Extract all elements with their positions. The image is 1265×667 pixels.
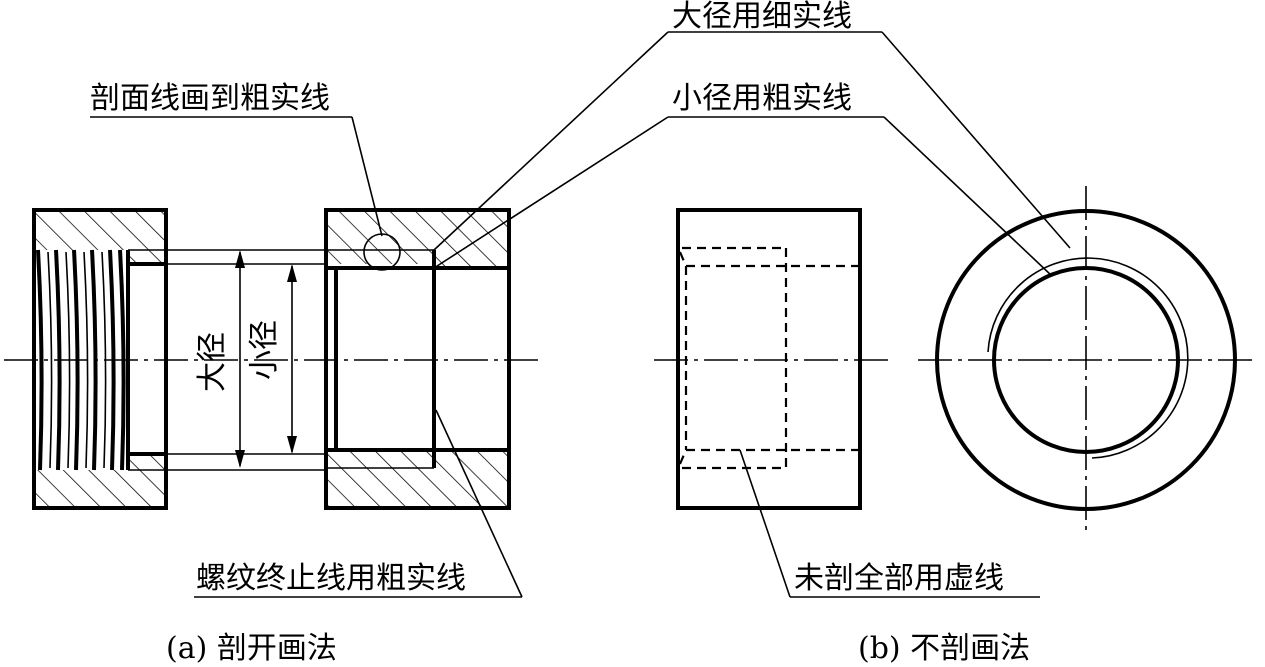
nut-outline bbox=[324, 208, 511, 510]
dimension-major bbox=[235, 250, 245, 468]
hatch-bottom-step bbox=[128, 454, 166, 470]
external-thread-part bbox=[32, 208, 326, 510]
external-part-outline bbox=[32, 208, 168, 510]
caption-a: (a) 剖开画法 bbox=[166, 631, 337, 666]
major-diameter-label: 大径 bbox=[195, 332, 230, 392]
unsectioned-side-view bbox=[676, 208, 862, 510]
hatch-bottom-left bbox=[34, 470, 166, 508]
dimension-minor bbox=[287, 264, 297, 454]
major-diameter-arc bbox=[987, 257, 1189, 459]
hatch-top-step bbox=[128, 250, 166, 264]
internal-thread-part bbox=[324, 208, 511, 510]
label-hidden-dashed: 未剖全部用虚线 bbox=[794, 561, 1004, 596]
label-major-thin: 大径用细实线 bbox=[672, 0, 852, 34]
hatch-top-left bbox=[34, 210, 166, 250]
label-minor-thick: 小径用粗实线 bbox=[672, 81, 852, 116]
end-view bbox=[918, 186, 1258, 534]
label-thread-end: 螺纹终止线用粗实线 bbox=[196, 561, 466, 596]
leaders bbox=[90, 31, 1071, 598]
caption-b: (b) 不剖画法 bbox=[858, 631, 1030, 666]
hatch-bottom-nut bbox=[326, 468, 509, 508]
label-hatch-thick: 剖面线画到粗实线 bbox=[90, 81, 330, 116]
hatch-top-nut bbox=[326, 210, 509, 250]
side-view-outline bbox=[676, 208, 862, 510]
minor-diameter-label: 小径 bbox=[247, 320, 282, 380]
